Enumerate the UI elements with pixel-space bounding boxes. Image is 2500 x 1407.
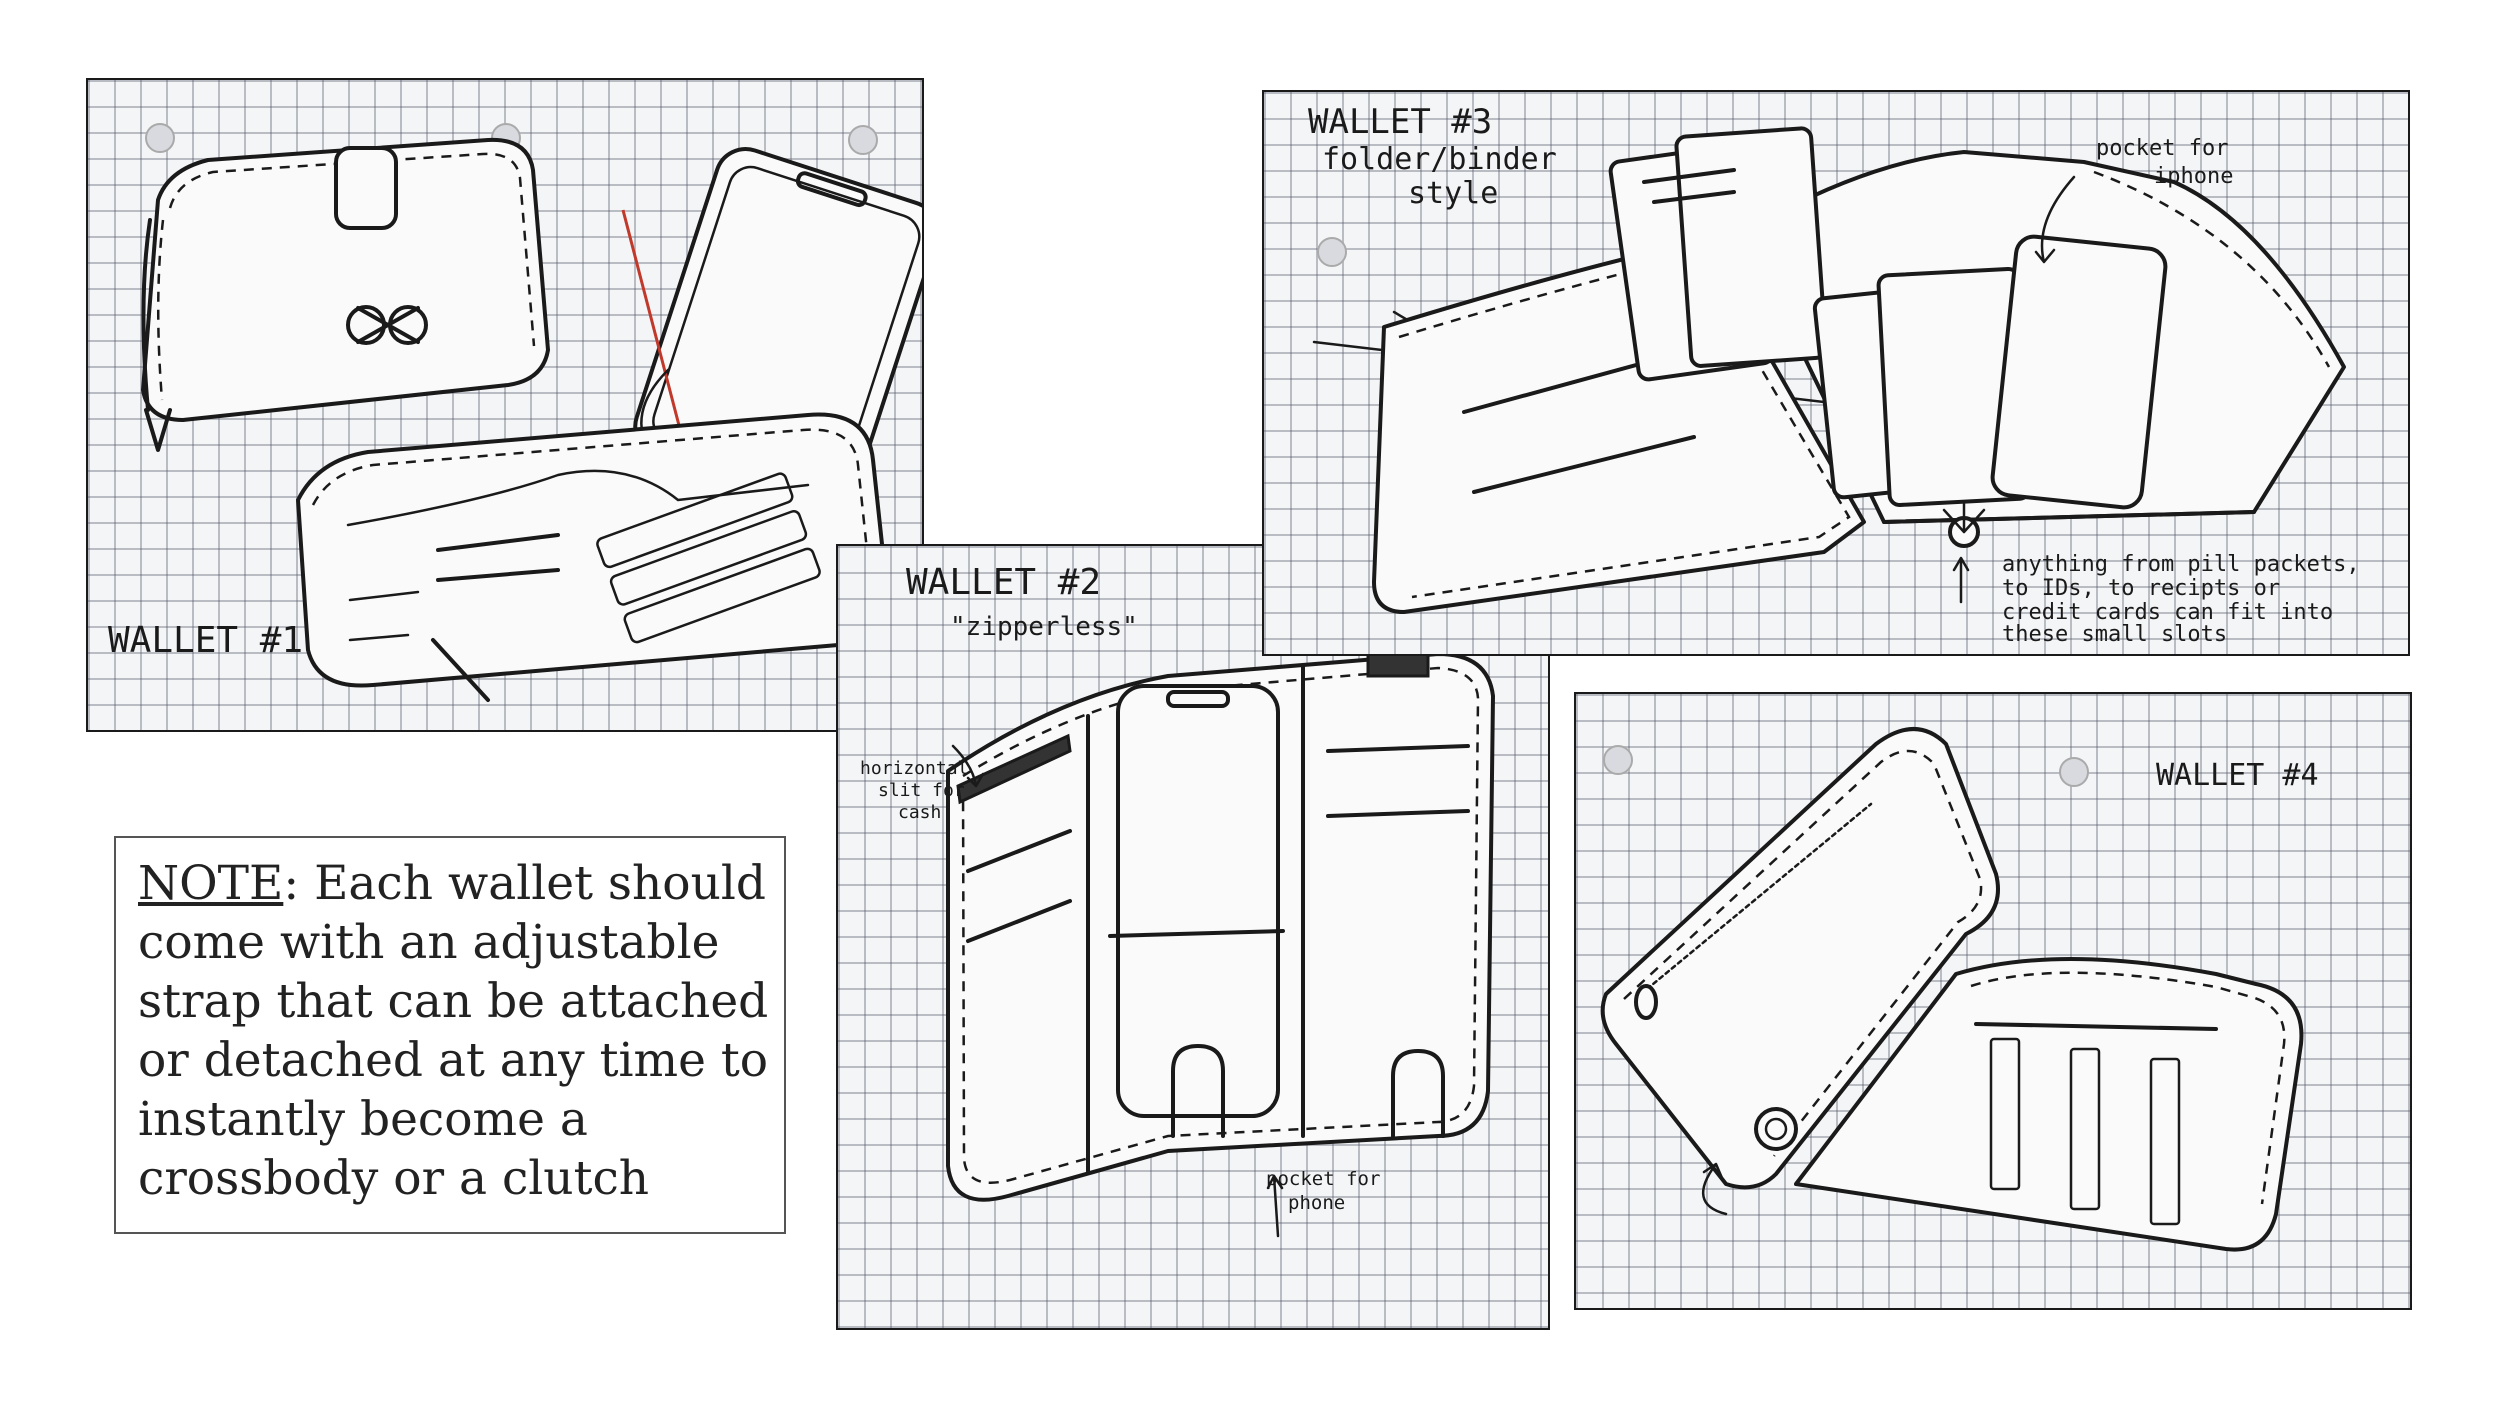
zipper bbox=[1639, 802, 1873, 996]
wallet-3-sketch bbox=[1312, 126, 2346, 614]
wallet-3-pocket-annotation-1: pocket for bbox=[2096, 136, 2229, 161]
open-wallet-inner bbox=[1794, 957, 2304, 1252]
wallet-3-subtitle-2: style bbox=[1408, 176, 1499, 211]
note-box: NOTE: Each wallet should come with an ad… bbox=[114, 836, 786, 1234]
wallet-4-sketch bbox=[1600, 727, 2304, 1252]
wallet-2-slit-annotation-1: horizontal bbox=[860, 758, 969, 779]
wallet-3-slots-annotation-3: credit cards can fit into bbox=[2002, 600, 2334, 625]
wallet-3-slots-annotation-4: these small slots bbox=[2002, 622, 2228, 647]
wallet-3-label: WALLET #3 bbox=[1308, 102, 1493, 142]
wallet-1-sketch bbox=[141, 123, 922, 702]
card-slot-stack-1 bbox=[1608, 126, 1828, 382]
wallet-3-panel: WALLET #3 folder/binder style pocket for… bbox=[1262, 90, 2410, 656]
wallet-2-slit-annotation-2: slit for bbox=[878, 780, 965, 801]
wallet-2-pocket-annotation-2: phone bbox=[1288, 1192, 1346, 1214]
wallet-3-subtitle-1: folder/binder bbox=[1322, 142, 1557, 177]
closed-wallet bbox=[141, 137, 550, 422]
wallet-3-slots-annotation-1: anything from pill packets, bbox=[2002, 552, 2360, 577]
wallet-3-pocket-annotation-2: iphone bbox=[2154, 164, 2234, 189]
wallet-2-pocket-annotation-1: pocket for bbox=[1266, 1168, 1381, 1190]
wallet-3-slots-annotation-2: to IDs, to recipts or bbox=[2002, 576, 2281, 601]
note-text: NOTE: Each wallet should come with an ad… bbox=[138, 854, 784, 1208]
wallet-2-label: WALLET #2 bbox=[906, 562, 1102, 603]
iphone-pocket bbox=[1990, 234, 2168, 510]
wallet-1-label: WALLET #1 bbox=[108, 620, 304, 661]
wallet-4-panel: WALLET #4 bbox=[1574, 692, 2412, 1310]
wallet-2-slit-annotation-3: cash bbox=[898, 802, 942, 823]
wallet-flap bbox=[1600, 727, 2000, 1190]
open-wallet bbox=[296, 412, 890, 688]
note-body: : Each wallet should come with an adjust… bbox=[138, 856, 769, 1206]
note-label: NOTE bbox=[138, 856, 284, 911]
card-slot-stack-2 bbox=[1812, 267, 2032, 507]
wallet-1-panel: WALLET #1 bbox=[86, 78, 924, 732]
wallet-2-panel: WALLET #2 "zipperless" horizontal slit f… bbox=[836, 544, 1550, 1330]
snap-tab bbox=[334, 146, 398, 230]
wallet-2-subtitle: "zipperless" bbox=[950, 612, 1138, 642]
wallet-4-label: WALLET #4 bbox=[2156, 758, 2319, 793]
snap-button bbox=[1754, 1107, 1798, 1151]
phone-pocket-sketch bbox=[1116, 684, 1280, 1118]
wallet-2-sketch bbox=[946, 637, 1495, 1238]
